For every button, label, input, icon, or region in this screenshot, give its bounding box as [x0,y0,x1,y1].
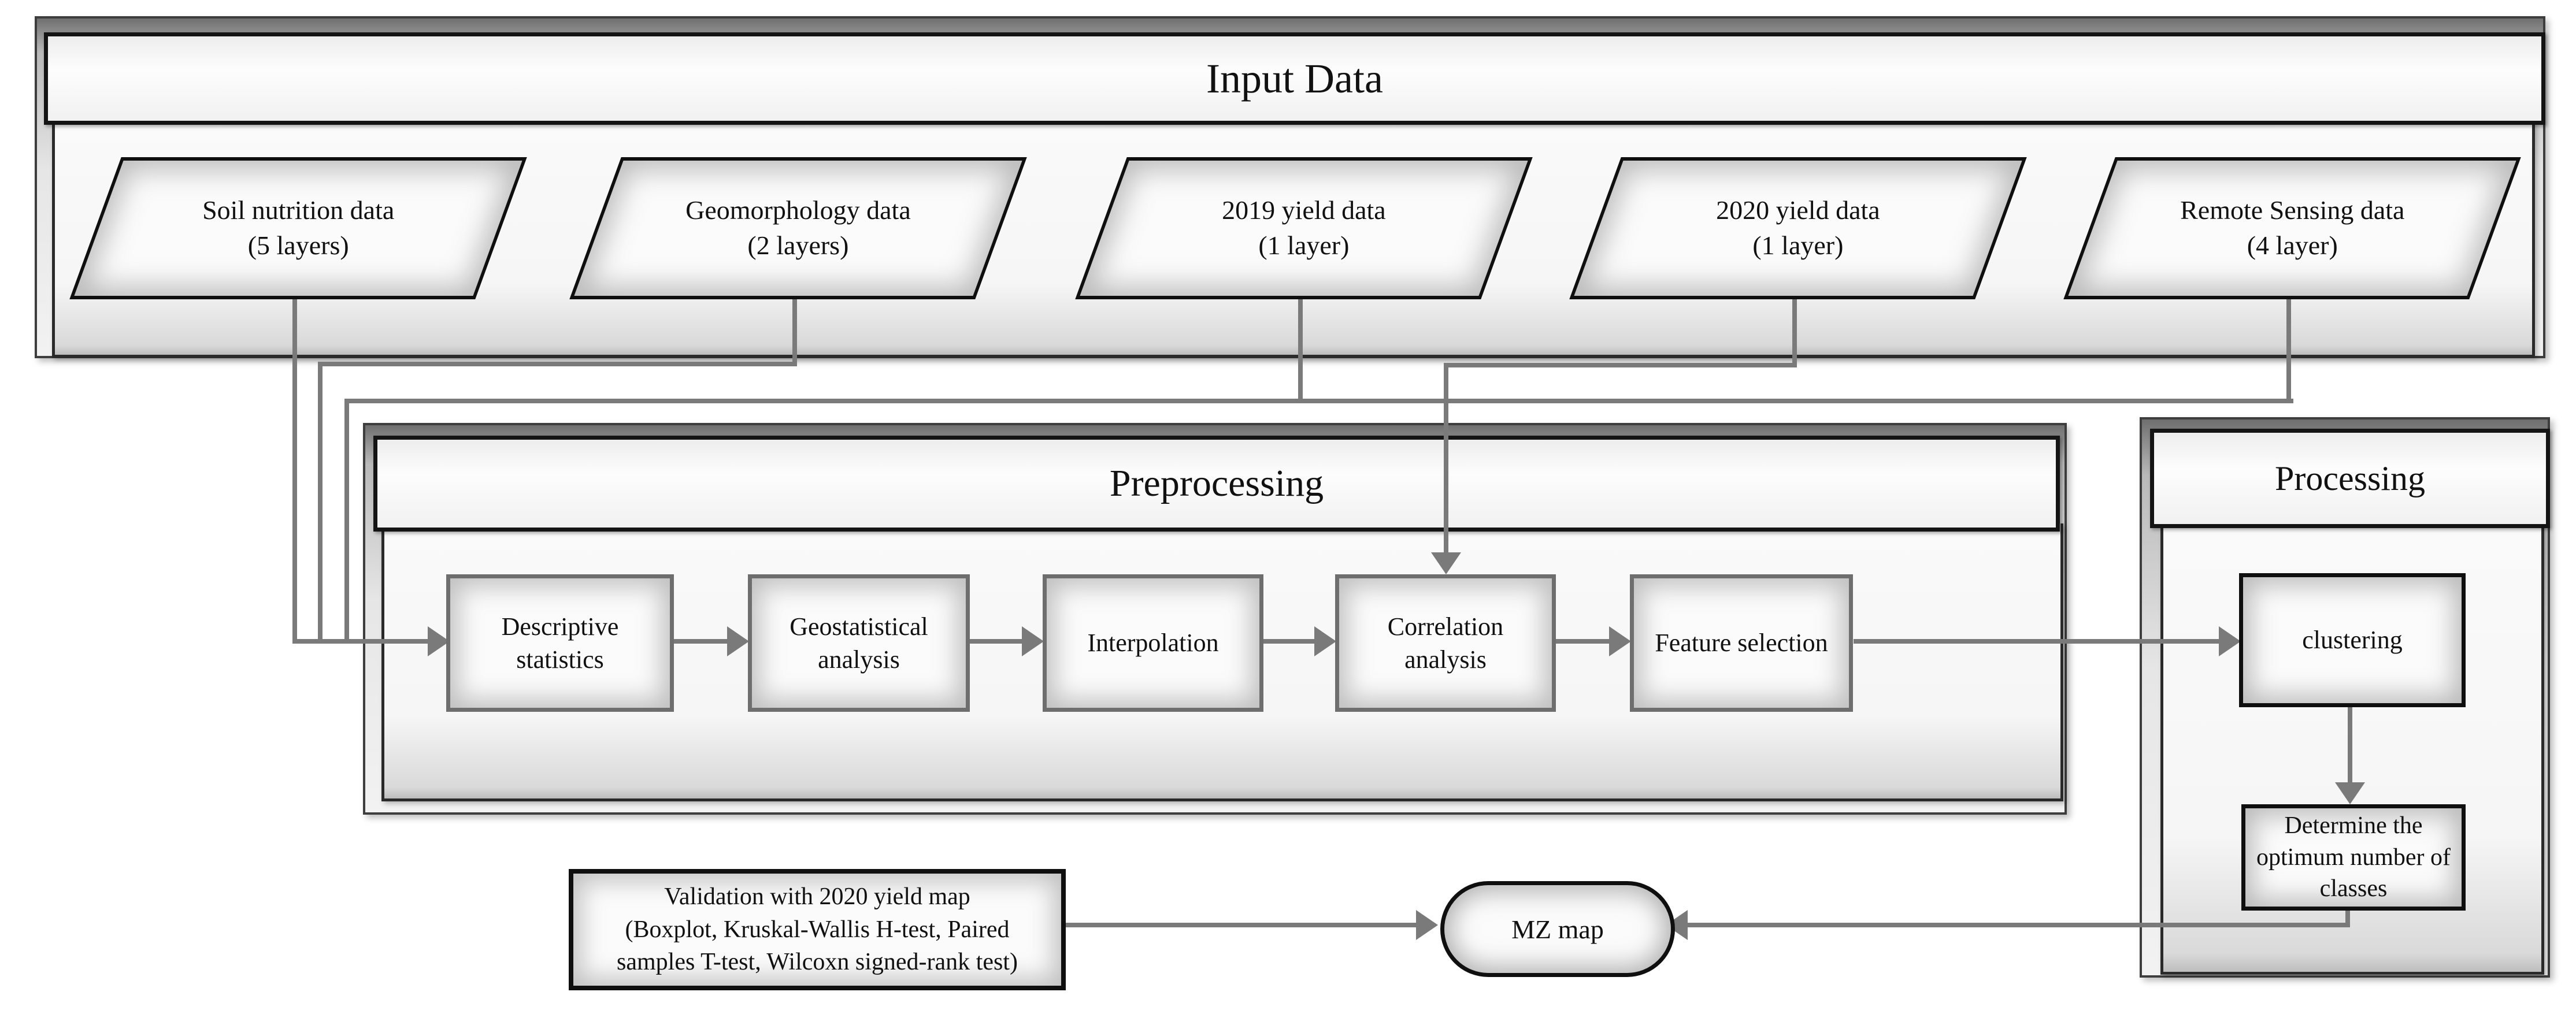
input-node-sublabel: (2 layers) [747,231,849,260]
arrowhead-clustering [2219,626,2241,656]
arrowhead-feature [1609,626,1631,656]
arrowhead-correlation [1314,626,1336,656]
step-label: Feature selection [1655,629,1828,658]
step-label: Interpolation [1087,629,1219,658]
connector-shared-rail-vertical [344,399,349,641]
arrowhead-interpolation [1022,626,1044,656]
input-node-label: Geomorphology data [685,195,911,225]
mz-map-terminal: MZ map [1440,881,1675,977]
connector-correlation-to-feature [1556,639,1609,644]
input-node-label: Soil nutrition data [202,195,395,225]
input-section-title-bar: Input Data [44,32,2545,125]
step-label: clustering [2302,626,2403,655]
arrowhead-determine [2335,782,2365,804]
connector-geostatistical-to-interpolation [969,639,1022,644]
input-section-title: Input Data [1206,55,1383,102]
step-feature-selection: Feature selection [1630,574,1853,712]
step-label: Determine the optimum number of classes [2256,812,2451,902]
connector-processing-to-mzmap [1688,923,2350,927]
validation-box: Validation with 2020 yield map (Boxplot,… [569,869,1066,990]
mz-map-label: MZ map [1511,914,1604,944]
step-label: Descriptive statistics [501,612,619,674]
connector-interpolation-to-correlation [1263,639,1314,644]
input-node-label: 2019 yield data [1222,195,1386,225]
preprocessing-section-title-bar: Preprocessing [373,436,2060,532]
connector-shared-rail-horizontal [344,399,2293,403]
arrowhead-into-correlation [1431,552,1461,574]
connector-2020-vertical-2 [1444,363,1448,554]
input-node-label: Remote Sensing data [2180,195,2405,225]
step-label: Correlation analysis [1387,612,1504,674]
arrowhead-mzmap-left [1416,910,1438,940]
connector-2020-horizontal [1444,363,1797,367]
input-node-sublabel: (4 layer) [2247,231,2338,260]
connector-remote-sensing-vertical [2286,292,2291,403]
input-node-sublabel: (5 layers) [247,231,349,260]
preprocessing-section-title: Preprocessing [1109,462,1324,504]
step-label: Geostatistical analysis [790,612,928,674]
connector-geomorphology-vertical-2 [318,362,323,641]
connector-feature-to-clustering [1854,639,2219,644]
connector-2020-vertical [1792,292,1797,366]
input-node-sublabel: (1 layer) [1258,231,1350,260]
input-node-remote-sensing: Remote Sensing data (4 layer) [2063,157,2521,299]
connector-into-descriptive [292,639,428,644]
connector-descriptive-to-geostatistical [674,639,727,644]
connector-soil-vertical [292,292,297,641]
step-interpolation: Interpolation [1043,574,1263,712]
step-clustering: clustering [2239,573,2466,707]
connector-2019-vertical [1298,292,1303,402]
connector-geomorphology-horizontal [318,362,797,366]
input-node-soil-nutrition: Soil nutrition data (5 layers) [69,157,527,299]
step-descriptive-statistics: Descriptive statistics [446,574,674,712]
input-node-2020-yield: 2020 yield data (1 layer) [1569,157,2027,299]
connector-geomorphology-vertical [792,292,797,365]
processing-section-title-bar: Processing [2150,429,2550,528]
arrowhead-into-descriptive [428,626,450,656]
connector-validation-to-mzmap [1055,923,1416,927]
step-determine-optimum-classes: Determine the optimum number of classes [2241,804,2466,911]
validation-line: (Boxplot, Kruskal-Wallis H-test, Paired [625,916,1010,943]
input-node-label: 2020 yield data [1716,195,1880,225]
processing-section-title: Processing [2275,459,2425,497]
connector-clustering-to-determine [2348,707,2352,783]
validation-line: samples T-test, Wilcoxn signed-rank test… [617,949,1018,976]
validation-line: Validation with 2020 yield map [664,883,970,910]
step-correlation-analysis: Correlation analysis [1335,574,1556,712]
connector-determine-down [2345,911,2350,927]
input-node-geomorphology: Geomorphology data (2 layers) [569,157,1027,299]
input-node-sublabel: (1 layer) [1752,231,1844,260]
input-node-2019-yield: 2019 yield data (1 layer) [1075,157,1533,299]
arrowhead-geostatistical [727,626,749,656]
step-geostatistical-analysis: Geostatistical analysis [748,574,970,712]
